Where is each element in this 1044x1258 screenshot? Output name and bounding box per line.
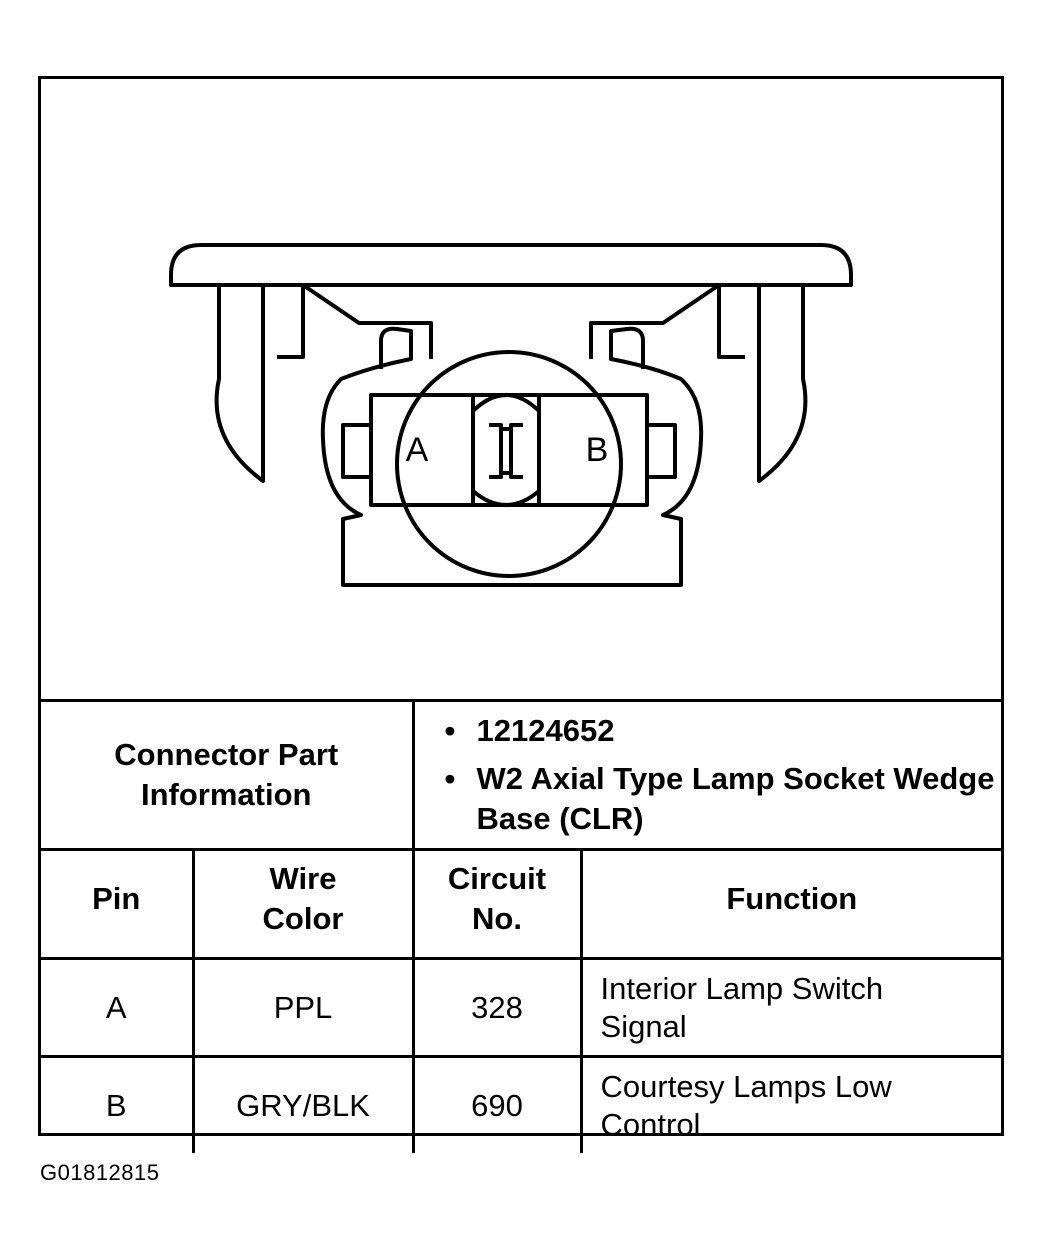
circuit-cell: 690	[411, 1055, 583, 1153]
header-function: Function	[579, 848, 1002, 960]
table-row: B GRY/BLK 690 Courtesy Lamps Low Control	[41, 1055, 1002, 1153]
flange	[169, 243, 853, 287]
bulb-base	[395, 350, 623, 578]
pin-cell: A	[41, 957, 195, 1058]
connector-drawing: A B	[169, 243, 853, 587]
right-clip	[757, 285, 808, 483]
connector-part-label: Connector Part Information	[41, 699, 415, 851]
table-header-row: Pin Wire Color Circuit No. Function	[41, 848, 1002, 960]
header-circuit-no: Circuit No.	[411, 848, 583, 960]
part-number: 12124652	[445, 711, 1002, 751]
function-cell: Interior Lamp Switch Signal	[579, 957, 1002, 1058]
function-cell: Courtesy Lamps Low Control	[579, 1055, 1002, 1153]
connector-figure: A B Connector Part Information 12124652 …	[38, 76, 1004, 1153]
pin-b-label: B	[586, 431, 609, 469]
figure-id: G01812815	[40, 1160, 160, 1185]
circuit-cell: 328	[411, 957, 583, 1058]
connector-table: Connector Part Information 12124652 W2 A…	[41, 699, 1002, 1153]
header-pin: Pin	[41, 848, 195, 960]
connector-part-info: 12124652 W2 Axial Type Lamp Socket Wedge…	[411, 699, 1002, 851]
pin-cell: B	[41, 1055, 195, 1153]
table-row: A PPL 328 Interior Lamp Switch Signal	[41, 957, 1002, 1058]
wire-color-cell: GRY/BLK	[191, 1055, 415, 1153]
header-wire-color: Wire Color	[191, 848, 415, 960]
wedge-center	[471, 393, 541, 507]
pin-a-label: A	[406, 431, 429, 469]
left-clip	[214, 285, 265, 483]
part-description: W2 Axial Type Lamp Socket Wedge Base (CL…	[445, 759, 1002, 839]
wire-color-cell: PPL	[191, 957, 415, 1058]
